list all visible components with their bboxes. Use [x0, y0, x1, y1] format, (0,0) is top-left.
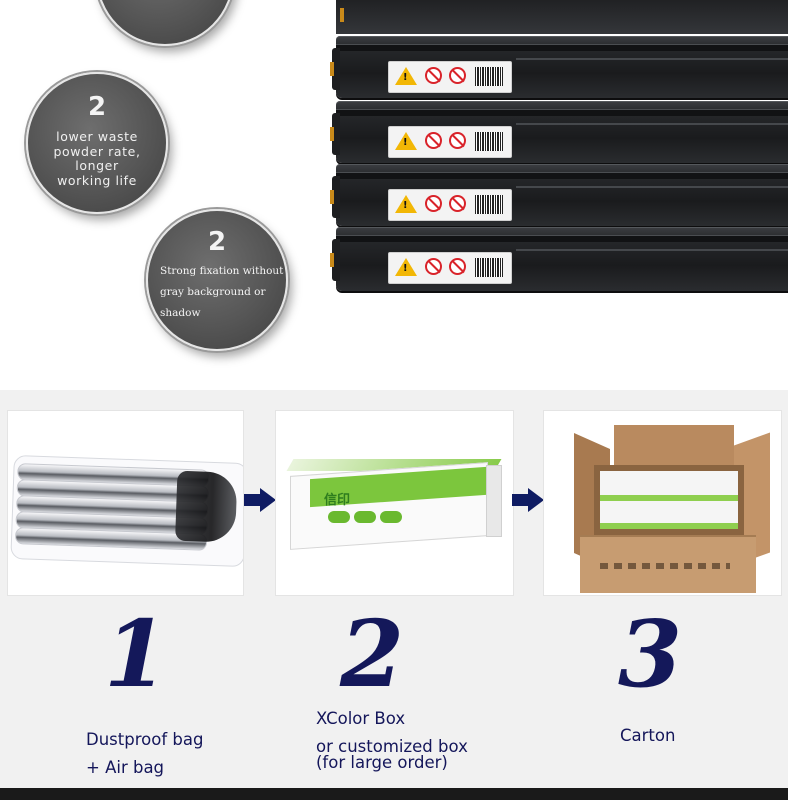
caption-line: Carton — [620, 726, 676, 745]
feature-circle-1 — [96, 0, 234, 46]
prohibited-icon — [425, 195, 442, 212]
prohibited-icon — [449, 258, 466, 275]
barcode-icon — [475, 132, 503, 151]
feature-number: 2 — [87, 92, 107, 122]
warning-triangle-icon: ! — [395, 258, 417, 276]
warning-label: ! — [388, 61, 512, 93]
arrow-right-icon — [512, 488, 546, 512]
prohibited-icon — [449, 132, 466, 149]
toner-cartridge — [336, 0, 788, 34]
prohibited-icon — [425, 67, 442, 84]
prohibited-icon — [449, 67, 466, 84]
step-caption-2: XColor Box or customized box (for large … — [316, 709, 516, 772]
air-bag-image — [7, 410, 244, 596]
toner-cartridge: ! — [330, 164, 788, 226]
feature-circle-3: 2 Strong fixation without gray backgroun… — [146, 209, 288, 351]
warning-label: ! — [388, 126, 512, 158]
barcode-icon — [475, 67, 503, 86]
step-caption-3: Carton — [620, 722, 740, 750]
feature-text: Strong fixation without gray background … — [160, 265, 284, 319]
prohibited-icon — [425, 132, 442, 149]
toner-cartridge-stack-image: ! ! ! — [330, 0, 788, 296]
toner-cartridge: ! — [330, 227, 788, 291]
warning-triangle-icon: ! — [395, 67, 417, 85]
caption-line: XColor Box — [316, 709, 406, 728]
toner-cartridge: ! — [330, 101, 788, 163]
prohibited-icon — [449, 195, 466, 212]
step-number-3: 3 — [618, 600, 683, 708]
warning-triangle-icon: ! — [395, 132, 417, 150]
feature-number: 2 — [207, 227, 227, 257]
step-number-1: 1 — [104, 600, 169, 708]
barcode-icon — [475, 258, 503, 277]
caption-line: (for large order) — [316, 753, 448, 772]
features-section: 2 lower waste powder rate, longer workin… — [0, 0, 788, 390]
toner-cartridge: ! — [330, 36, 788, 98]
air-bag-illustration — [10, 454, 243, 568]
color-box-image: 信印 — [275, 410, 514, 596]
box-brand-logo: 信印 — [324, 493, 351, 508]
caption-line: + Air bag — [86, 758, 165, 777]
packaging-section: 信印 1 2 3 Dustproof bag + Air bag XColor … — [0, 390, 788, 800]
caption-line: Dustproof bag — [86, 730, 204, 749]
feature-text: lower waste powder rate, longer working … — [53, 129, 141, 188]
caption-line: or customized box — [316, 737, 468, 756]
footer-bar — [0, 788, 788, 800]
feature-circle-2: 2 lower waste powder rate, longer workin… — [26, 72, 168, 214]
color-box-illustration: 信印 — [286, 459, 502, 550]
warning-label: ! — [388, 252, 512, 284]
warning-triangle-icon: ! — [395, 195, 417, 213]
warning-label: ! — [388, 189, 512, 221]
barcode-icon — [475, 195, 503, 214]
step-caption-1: Dustproof bag + Air bag — [86, 726, 276, 782]
carton-image — [543, 410, 782, 596]
prohibited-icon — [425, 258, 442, 275]
arrow-right-icon — [244, 488, 278, 512]
step-number-2: 2 — [340, 600, 405, 708]
carton-illustration — [574, 425, 770, 593]
